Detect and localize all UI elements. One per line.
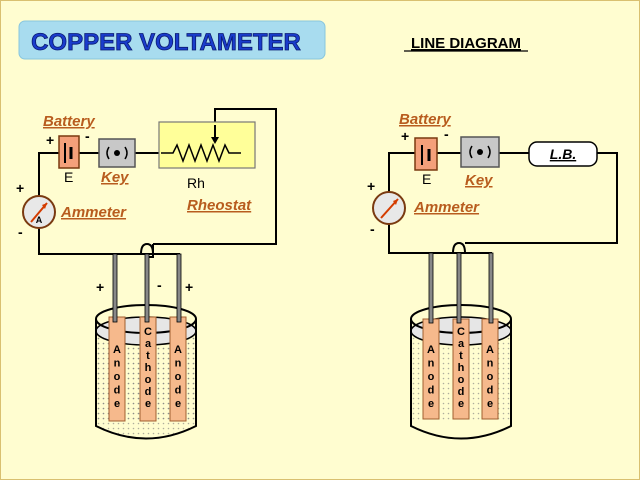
right-lamp-bulb-icon: L.B. [528,141,598,167]
right-battery-plus: + [401,128,409,144]
right-ammeter-plus: + [367,178,375,194]
left-key-label: Key [101,169,129,186]
left-ammeter-symbol: A [36,215,43,225]
left-electrode-plus-right: + [185,279,193,295]
right-ammeter-icon [372,191,406,225]
right-battery-icon [414,137,438,171]
left-ammeter-label: Ammeter [60,204,127,221]
title-box: COPPER VOLTAMETER [18,20,326,60]
left-ammeter-icon: A [22,195,56,229]
left-electrode-plus-left: + [96,279,104,295]
right-ammeter-minus: - [370,221,375,237]
right-key-icon [460,136,500,168]
right-battery-name: E [422,171,431,187]
right-key-label: Key [465,172,493,189]
left-battery-name: E [64,169,73,185]
right-battery-minus: - [444,126,449,142]
right-battery-label: Battery [399,111,451,128]
left-battery-minus: - [85,128,90,144]
left-ammeter-plus: + [16,180,24,196]
page-title: COPPER VOLTAMETER [31,29,301,56]
left-battery-label: Battery [43,113,95,130]
left-rheostat-label: Rheostat [187,197,252,214]
left-ammeter-minus: - [18,224,23,240]
left-electrode-minus: - [157,277,162,293]
left-rheostat-symbol: Rh [187,175,205,191]
right-ammeter-label: Ammeter [413,199,480,216]
diagram-subtitle: LINE DIAGRAM [411,35,521,52]
right-load-label: L.B. [550,146,576,162]
left-key-icon [98,138,136,168]
left-battery-icon [58,135,80,169]
left-rheostat-icon [158,121,256,169]
left-battery-plus: + [46,132,54,148]
